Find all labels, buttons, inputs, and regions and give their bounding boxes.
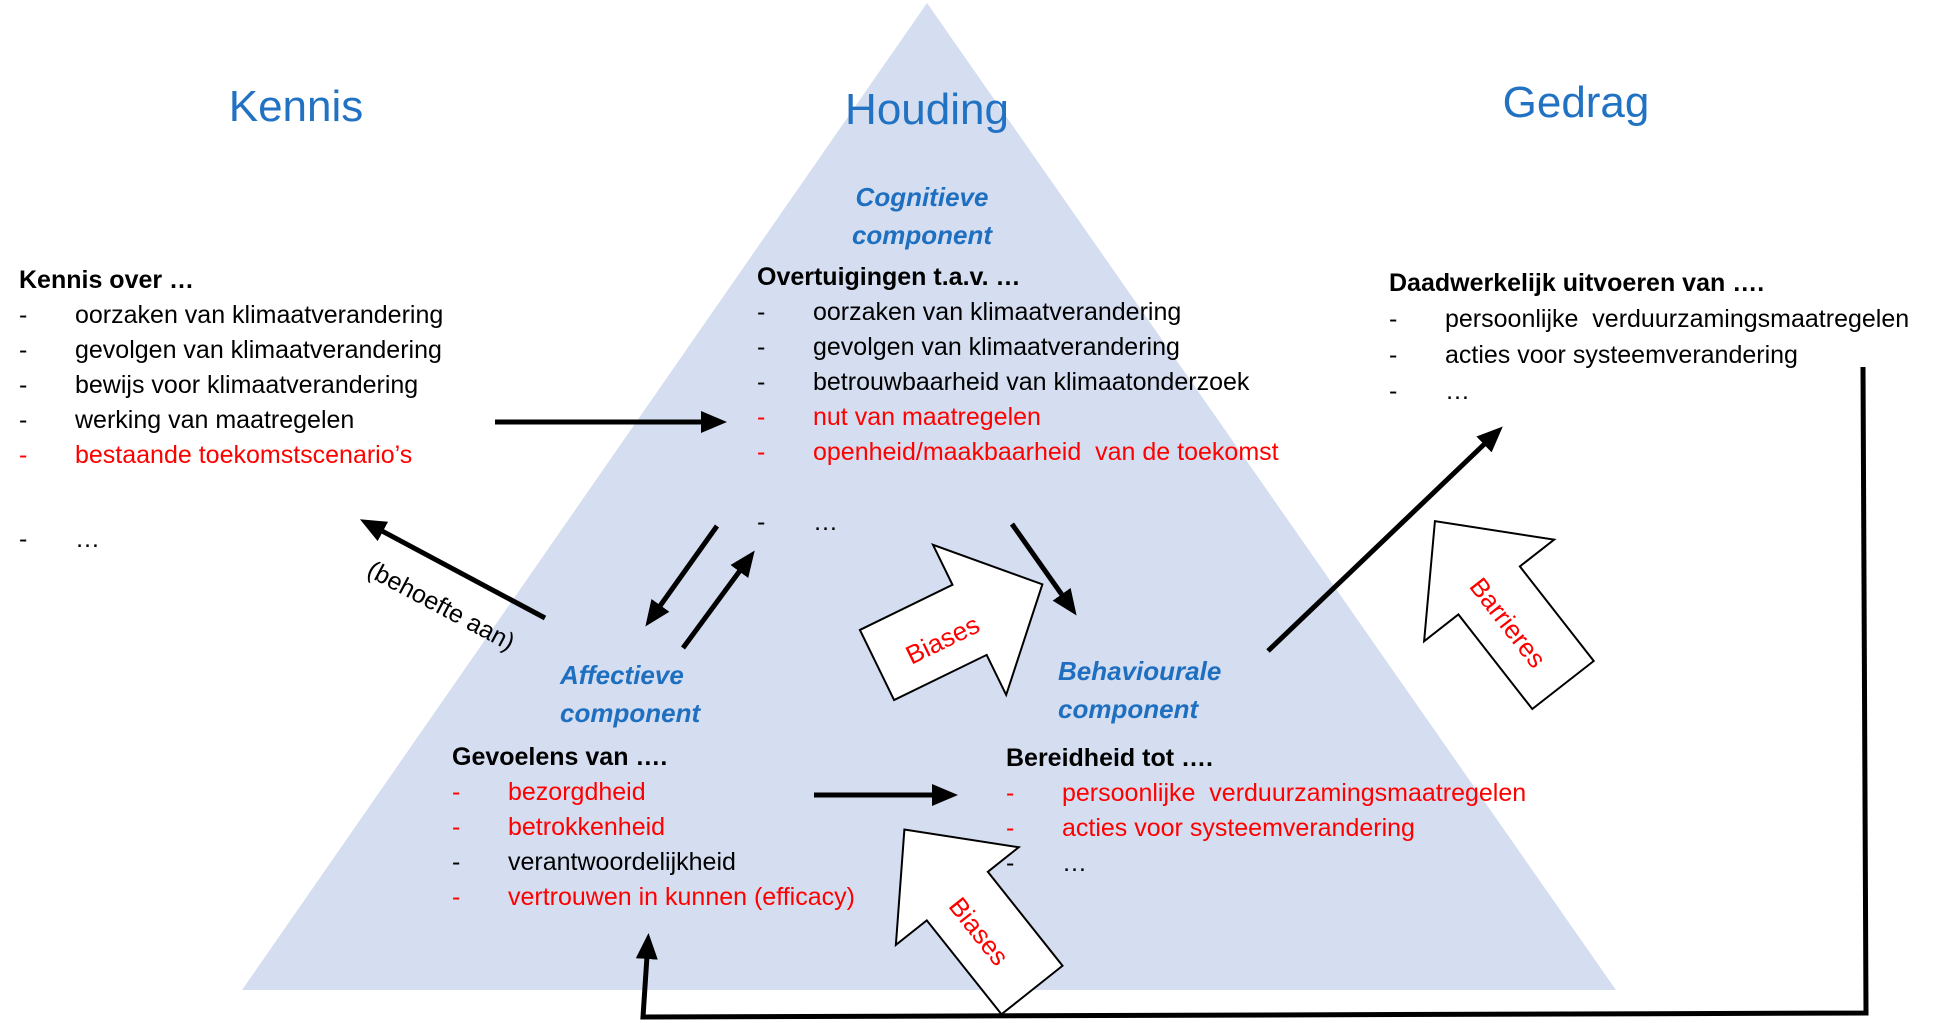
list-item: - acties voor systeemverandering: [1389, 337, 1909, 373]
list-item-text: persoonlijke verduurzamingsmaatregelen: [1062, 779, 1527, 807]
list-dash: -: [757, 368, 766, 396]
block-kennis: Kennis over … - oorzaken van klimaatveran…: [19, 263, 443, 557]
list-item-text: acties voor systeemverandering: [1445, 341, 1798, 369]
list-item: - betrokkenheid: [452, 810, 855, 845]
list-item-text: persoonlijke verduurzamingsmaatregelen: [1445, 305, 1910, 333]
list-dash: -: [1389, 341, 1398, 369]
list-item: -…: [1006, 846, 1526, 881]
block-behaviouraal: Bereidheid tot …. - persoonlijke verduurz…: [1006, 741, 1526, 881]
list-item: - betrouwbaarheid van klimaatonderzoek: [757, 365, 1279, 400]
list-item: -…: [757, 505, 1279, 540]
list-item: - gevolgen van klimaatverandering: [19, 333, 443, 368]
list-item-text: bezorgdheid: [508, 778, 646, 806]
block-heading: Kennis over …: [19, 266, 195, 294]
list-dash: -: [19, 525, 28, 553]
block-gedrag: Daadwerkelijk uitvoeren van …. - persoonl…: [1389, 265, 1909, 409]
block-heading: Overtuigingen t.a.v. …: [757, 263, 1021, 291]
list-item: - bestaande toekomstscenario’s: [19, 438, 443, 473]
list-dash: -: [19, 371, 28, 399]
list-item: - verantwoordelijkheid: [452, 845, 855, 880]
list-item: - persoonlijke verduurzamingsmaatregelen: [1389, 301, 1909, 337]
component-label-line: component: [851, 220, 993, 250]
block-affectief: Gevoelens van …. - bezorgdheid - betrokken…: [452, 740, 855, 915]
list-item-text: betrokkenheid: [508, 813, 666, 841]
block-houding: Overtuigingen t.a.v. … - oorzaken van kli…: [757, 260, 1279, 540]
list-item-text: …: [813, 508, 838, 536]
list-dash: -: [757, 403, 766, 431]
list-item-text: oorzaken van klimaatverandering: [75, 301, 444, 329]
block-heading: Bereidheid tot ….: [1006, 744, 1213, 772]
title-gedrag: Gedrag: [1502, 78, 1650, 127]
list-item-text: gevolgen van klimaatverandering: [813, 333, 1180, 361]
list-item: - bewijs voor klimaatverandering: [19, 368, 443, 403]
list-item-text: openheid/maakbaarheid van de toekomst: [813, 438, 1279, 466]
list-item-text: vertrouwen in kunnen (efficacy): [508, 883, 855, 911]
list-dash: -: [1006, 849, 1015, 877]
component-label-line: component: [1058, 694, 1199, 724]
list-dash: -: [19, 301, 28, 329]
list-item-text: oorzaken van klimaatverandering: [813, 298, 1182, 326]
list-item-text: gevolgen van klimaatverandering: [75, 336, 442, 364]
list-item-text: …: [1445, 377, 1470, 405]
list-item: - acties voor systeemverandering: [1006, 811, 1526, 846]
list-item: - nut van maatregelen: [757, 400, 1279, 435]
list-item-text: bestaande toekomstscenario’s: [75, 441, 413, 469]
list-dash: -: [757, 438, 766, 466]
component-label-affective: Affectieve component: [560, 656, 700, 732]
list-dash: -: [452, 813, 461, 841]
component-label-line: Cognitieve: [855, 182, 989, 212]
list-item-text: acties voor systeemverandering: [1062, 814, 1415, 842]
list-item: - openheid/maakbaarheid van de toekomst: [757, 435, 1279, 470]
list-dash: -: [1389, 377, 1398, 405]
list-item: -…: [1389, 373, 1909, 409]
component-label-line: Behaviourale: [1058, 656, 1222, 686]
list-dash: -: [19, 441, 28, 469]
list-dash: -: [757, 298, 766, 326]
list-item: -…: [19, 522, 443, 557]
list-dash: -: [19, 406, 28, 434]
list-dash: -: [1006, 779, 1015, 807]
list-dash: -: [757, 333, 766, 361]
component-label-line: component: [560, 698, 701, 728]
list-dash: -: [757, 508, 766, 536]
list-item: - bezorgdheid: [452, 775, 855, 810]
list-item-text: bewijs voor klimaatverandering: [75, 371, 419, 399]
list-item-text: betrouwbaarheid van klimaatonderzoek: [813, 368, 1250, 396]
component-label-line: Affectieve: [560, 660, 684, 690]
list-dash: -: [452, 848, 461, 876]
list-dash: -: [452, 778, 461, 806]
list-item-text: verantwoordelijkheid: [508, 848, 736, 876]
list-item: - persoonlijke verduurzamingsmaatregelen: [1006, 776, 1526, 811]
list-dash: -: [19, 336, 28, 364]
list-item: - werking van maatregelen: [19, 403, 443, 438]
list-item: - oorzaken van klimaatverandering: [757, 295, 1279, 330]
list-item-text: nut van maatregelen: [813, 403, 1041, 431]
list-item-text: …: [75, 525, 100, 553]
component-label-cognitive: Cognitieve component: [852, 178, 992, 254]
component-label-behavioural: Behaviourale component: [1058, 652, 1221, 728]
list-item: - oorzaken van klimaatverandering: [19, 298, 443, 333]
title-houding: Houding: [845, 85, 1009, 134]
block-heading: Gevoelens van ….: [452, 743, 668, 771]
list-item-text: werking van maatregelen: [75, 406, 355, 434]
list-item: - gevolgen van klimaatverandering: [757, 330, 1279, 365]
list-dash: -: [452, 883, 461, 911]
title-kennis: Kennis: [228, 82, 364, 131]
list-item: - vertrouwen in kunnen (efficacy): [452, 880, 855, 915]
list-dash: -: [1006, 814, 1015, 842]
list-dash: -: [1389, 305, 1398, 333]
block-heading: Daadwerkelijk uitvoeren van ….: [1389, 269, 1765, 297]
list-item-text: …: [1062, 849, 1087, 877]
